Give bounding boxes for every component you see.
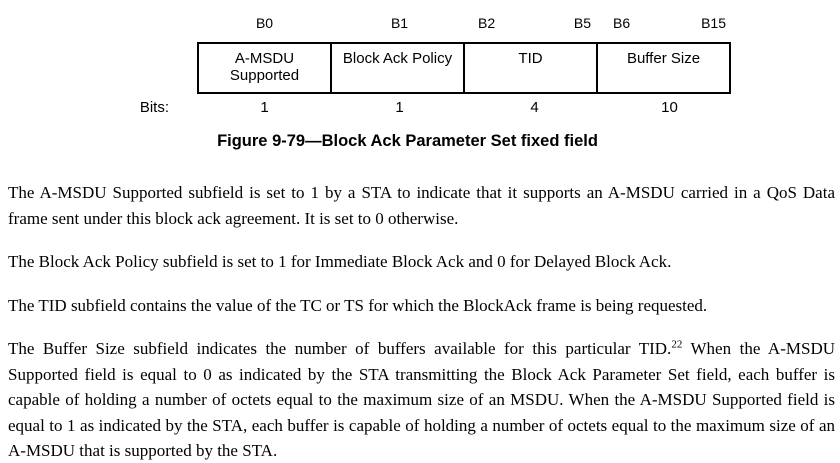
- bits-value-amsdu: 1: [260, 99, 269, 116]
- field-cell-tid: TID: [463, 42, 598, 94]
- bit-label: B15: [701, 15, 726, 31]
- bits-value-tid: 4: [530, 99, 539, 116]
- bit-labels-row: B0 B1 B2 B5 B6 B15: [197, 14, 737, 32]
- field-cell-amsdu-supported: A-MSDU Supported: [197, 42, 332, 94]
- bit-label: B0: [255, 15, 274, 31]
- paragraph-text: The Buffer Size subfield indicates the n…: [8, 339, 672, 358]
- bits-value-buffer: 10: [661, 99, 678, 116]
- bits-value-policy: 1: [395, 99, 404, 116]
- paragraph-text: When the A-MSDU Supported field is equal…: [8, 339, 835, 460]
- paragraph-block-ack-policy: The Block Ack Policy subfield is set to …: [8, 252, 672, 271]
- bit-label: B1: [390, 15, 409, 31]
- bit-label-b1: B1: [332, 14, 467, 32]
- bit-label: B5: [573, 15, 591, 31]
- bits-row-label: Bits:: [139, 99, 169, 116]
- bit-label-b2-b5: B2 B5: [467, 14, 602, 32]
- paragraph-amsdu-supported: The A-MSDU Supported subfield is set to …: [8, 183, 835, 228]
- field-name: A-MSDU Supported: [229, 50, 300, 84]
- field-cell-buffer-size: Buffer Size: [596, 42, 731, 94]
- bit-label: B2: [478, 15, 496, 31]
- paragraph-tid: The TID subfield contains the value of t…: [8, 295, 708, 315]
- field-name: Block Ack Policy: [342, 50, 453, 67]
- bit-label-b6-b15: B6 B15: [602, 14, 737, 32]
- figure-9-79: B0 B1 B2 B5 B6 B15 A-MSDU Supported Bloc…: [0, 0, 840, 160]
- paragraph-buffer-size: The Buffer Size subfield indicates the n…: [8, 336, 835, 463]
- figure-caption: Figure 9-79—Block Ack Parameter Set fixe…: [217, 132, 598, 150]
- body-text: The A-MSDU Supported subfield is set to …: [0, 160, 840, 463]
- field-name: Buffer Size: [626, 50, 701, 67]
- field-name: TID: [518, 50, 543, 67]
- field-cell-block-ack-policy: Block Ack Policy: [330, 42, 465, 94]
- bit-label-b0: B0: [197, 14, 332, 32]
- footnote-ref: 22: [671, 338, 683, 351]
- bit-field-table: A-MSDU Supported Block Ack Policy TID Bu…: [197, 42, 731, 94]
- bit-label: B6: [613, 15, 631, 31]
- bits-row: Bits: 1 1 4 10: [0, 98, 737, 118]
